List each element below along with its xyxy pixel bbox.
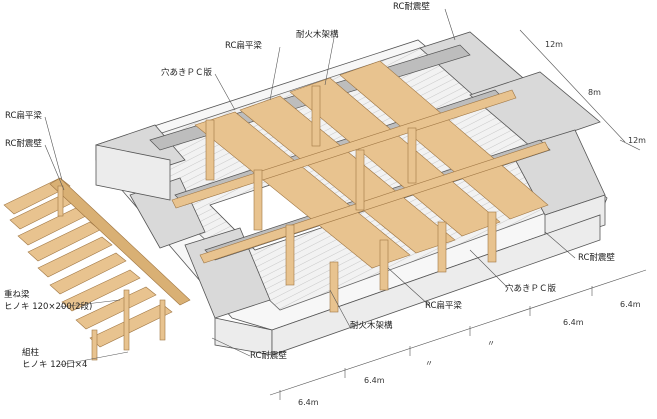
- pergola: [3, 177, 191, 361]
- dim-bottom-6: 6.4m: [620, 300, 641, 309]
- rc-wall-faces: [95, 144, 606, 356]
- rc-wall-right-mid: [469, 71, 601, 147]
- dim-bottom-2: 6.4m: [364, 376, 385, 385]
- leader-lines: [44, 8, 576, 366]
- label-rc-flat-beam-left: RC扁平梁: [5, 111, 42, 121]
- label-holed-pc-slab-bottom: 穴あきＰＣ版: [505, 284, 557, 294]
- timber-columns: [205, 85, 497, 313]
- label-stacked-beam: 重ね梁: [4, 290, 30, 300]
- label-fire-wood-frame-bottom: 耐火木架構: [350, 321, 393, 331]
- dim-bottom-1: 6.4m: [298, 398, 319, 407]
- label-rc-shear-wall-left: RC耐震壁: [5, 139, 42, 149]
- label-holed-pc-slab-top: 穴あきＰＣ版: [161, 68, 213, 78]
- label-fire-wood-frame-top: 耐火木架構: [296, 30, 339, 40]
- label-stacked-beam-spec: ヒノキ 120×200(2段): [4, 302, 93, 312]
- label-rc-shear-wall-right: RC耐震壁: [578, 253, 615, 263]
- label-composite-column: 組柱: [22, 348, 40, 358]
- label-rc-flat-beam-top: RC扁平梁: [225, 41, 262, 51]
- label-rc-flat-beam-bottom: RC扁平梁: [425, 301, 462, 311]
- dim-bottom-4: 〃: [487, 339, 495, 348]
- label-composite-column-spec: ヒノキ 120口×4: [22, 360, 88, 370]
- dim-bottom-3: 〃: [425, 359, 433, 368]
- dimension-lines: [269, 29, 647, 400]
- dim-right-12m-b: 12m: [628, 136, 646, 145]
- dim-right-12m-a: 12m: [545, 40, 563, 49]
- label-rc-shear-wall-bottom: RC耐震壁: [250, 351, 287, 361]
- dim-right-8m: 8m: [588, 88, 601, 97]
- label-rc-shear-wall-top: RC耐震壁: [393, 2, 430, 12]
- dim-bottom-5: 6.4m: [563, 318, 584, 327]
